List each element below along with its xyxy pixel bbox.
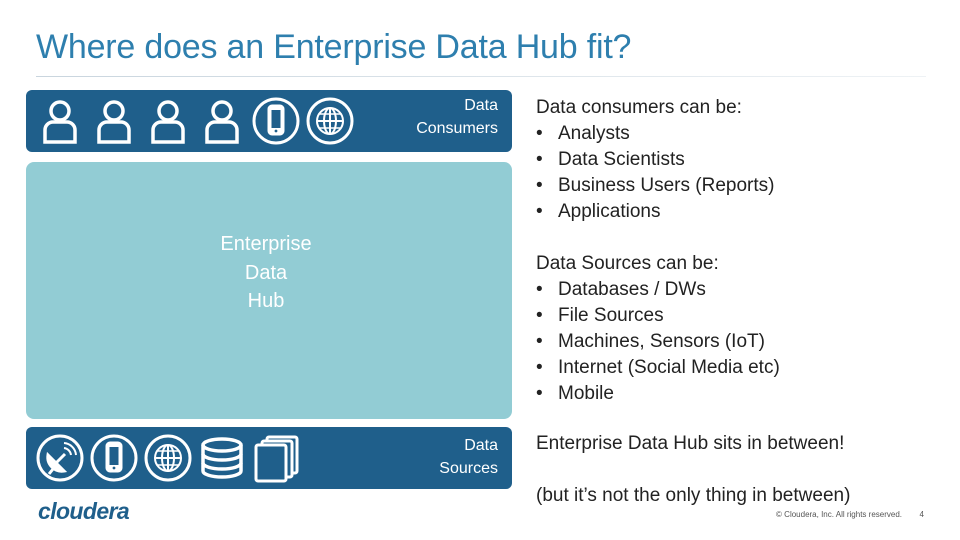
cloudera-logo: cloudera <box>38 498 130 524</box>
source-icon-row <box>34 432 302 484</box>
hub-label: Enterprise Data Hub <box>206 230 326 316</box>
globe-icon <box>142 432 194 484</box>
data-consumers-text-block: Data consumers can be: Analysts Data Sci… <box>536 95 774 225</box>
data-sources-label: Data Sources <box>439 434 498 480</box>
hub-label-line-2: Data <box>244 261 288 284</box>
list-item: Databases / DWs <box>536 277 780 303</box>
hub-in-between-note: (but it’s not the only thing in between) <box>536 485 851 506</box>
person-icon <box>196 95 248 147</box>
consumers-heading: Data consumers can be: <box>536 97 742 118</box>
mobile-phone-icon <box>88 432 140 484</box>
globe-icon <box>304 95 356 147</box>
list-item: Machines, Sensors (IoT) <box>536 329 780 355</box>
page-number: 4 <box>919 510 924 519</box>
data-consumers-label: Data Consumers <box>416 94 498 140</box>
person-icon <box>88 95 140 147</box>
list-item: Analysts <box>536 121 774 147</box>
person-icon <box>142 95 194 147</box>
sources-label-line-2: Sources <box>439 460 498 477</box>
list-item: File Sources <box>536 303 780 329</box>
consumers-list: Analysts Data Scientists Business Users … <box>536 121 774 225</box>
enterprise-data-hub-block: Enterprise Data Hub <box>26 162 512 419</box>
list-item: Mobile <box>536 381 780 407</box>
slide-title: Where does an Enterprise Data Hub fit? <box>36 28 632 66</box>
hub-label-line-1: Enterprise <box>220 233 312 255</box>
files-icon <box>250 432 302 484</box>
data-consumers-band: Data Consumers <box>26 90 512 152</box>
consumers-label-line-2: Consumers <box>416 120 498 137</box>
person-icon <box>34 95 86 147</box>
mobile-phone-icon <box>250 95 302 147</box>
consumer-icon-row <box>34 95 356 147</box>
sources-heading: Data Sources can be: <box>536 253 719 274</box>
title-divider <box>36 76 926 77</box>
list-item: Internet (Social Media etc) <box>536 355 780 381</box>
list-item: Applications <box>536 199 774 225</box>
sources-label-line-1: Data <box>464 437 498 454</box>
sources-list: Databases / DWs File Sources Machines, S… <box>536 277 780 407</box>
copyright-footer: © Cloudera, Inc. All rights reserved. <box>776 510 902 519</box>
consumers-label-line-1: Data <box>464 97 498 114</box>
hub-in-between-statement: Enterprise Data Hub sits in between! <box>536 433 845 454</box>
list-item: Business Users (Reports) <box>536 173 774 199</box>
database-icon <box>196 432 248 484</box>
list-item: Data Scientists <box>536 147 774 173</box>
data-sources-text-block: Data Sources can be: Databases / DWs Fil… <box>536 251 780 407</box>
hub-label-line-3: Hub <box>247 290 285 312</box>
satellite-dish-icon <box>34 432 86 484</box>
data-sources-band: Data Sources <box>26 427 512 489</box>
